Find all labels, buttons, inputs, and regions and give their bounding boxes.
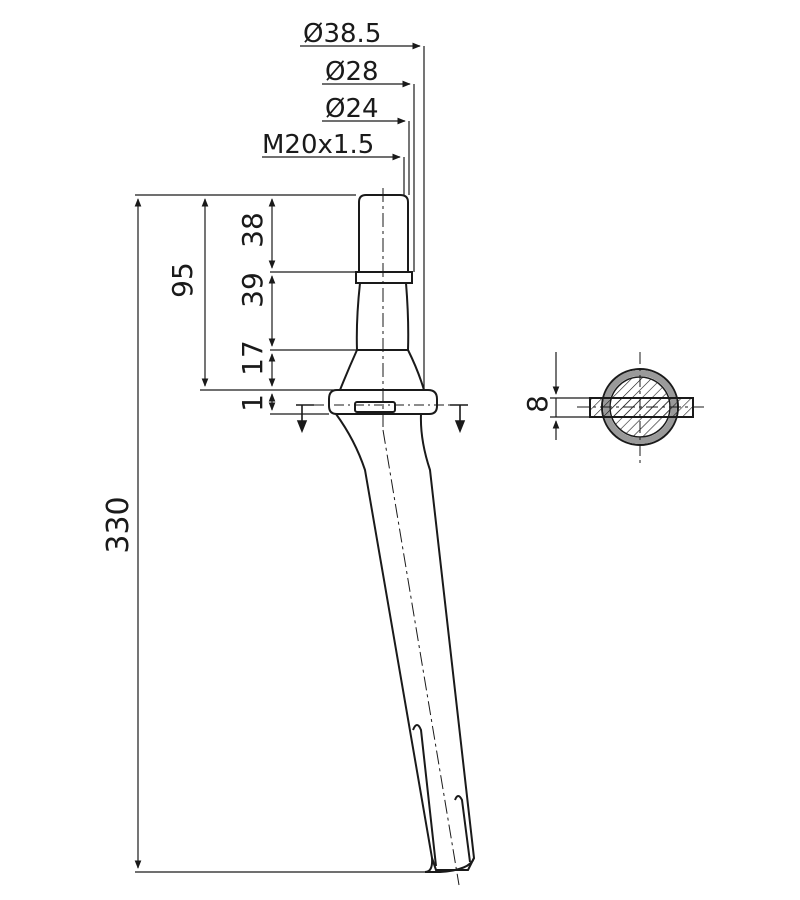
dim-d1-label: Ø38.5	[303, 19, 381, 49]
flange-slot	[354, 401, 396, 413]
dim-upper-total-label: 95	[166, 262, 199, 298]
dim-d3-label: Ø24	[325, 94, 379, 124]
flange	[328, 389, 438, 415]
shank	[335, 413, 476, 873]
dim-segment-2-label: 39	[236, 272, 269, 308]
flare-section	[338, 349, 426, 391]
dim-segment-4-label: 1	[236, 394, 269, 412]
dim-segment-1-label: 38	[236, 212, 269, 248]
dim-segment-3-label: 17	[236, 340, 269, 376]
dim-thread-label: M20x1.5	[262, 130, 374, 160]
vertical-dimensions	[134, 194, 432, 873]
section-cut-line	[296, 404, 468, 434]
diameter-dimensions	[262, 42, 425, 390]
collar-ring	[355, 271, 413, 284]
dim-overall-length-label: 330	[101, 496, 136, 553]
centerline	[382, 188, 460, 886]
section-view	[550, 352, 708, 465]
tip-groove-left	[412, 724, 437, 867]
tip-groove-right	[454, 795, 471, 863]
dim-d2-label: Ø28	[325, 57, 379, 87]
tine-body	[328, 194, 476, 873]
section-thickness-label: 8	[521, 395, 554, 413]
